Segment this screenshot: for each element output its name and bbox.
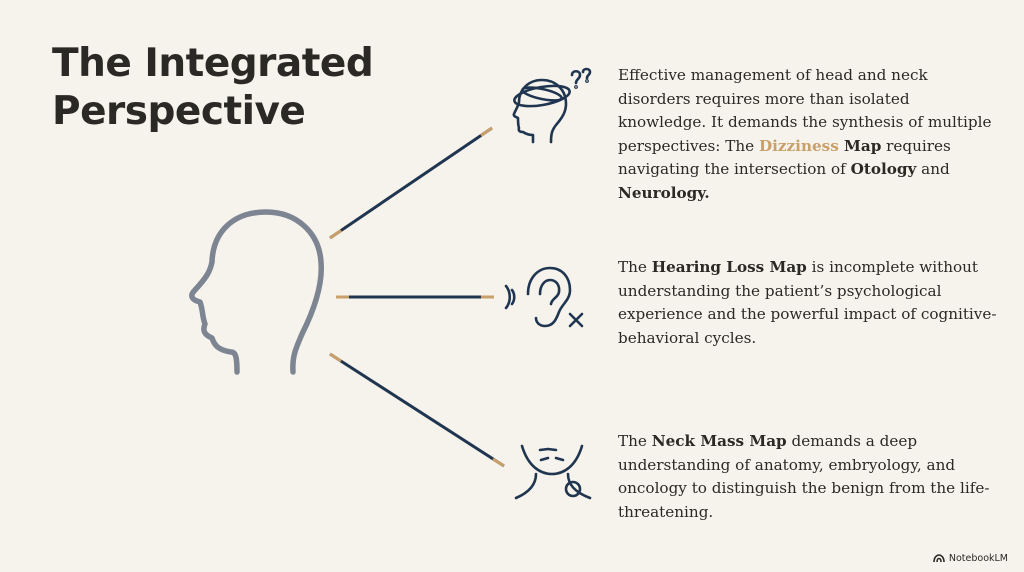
text-segment: The xyxy=(618,432,652,450)
text-segment: requires navigating the intersection of xyxy=(618,136,951,179)
text-segment: Map xyxy=(838,136,882,155)
notebooklm-logo-icon xyxy=(933,554,945,563)
text-segment: is incomplete without understanding the … xyxy=(618,258,997,347)
connector-line-top xyxy=(329,126,493,240)
text-segment: Effective management of head and neck di… xyxy=(618,66,992,155)
page-title: The Integrated Perspective xyxy=(52,40,374,136)
text-segment: Otology xyxy=(850,160,917,178)
text-segment: Neurology. xyxy=(618,183,710,202)
connector-line-bottom xyxy=(329,352,505,468)
neck-mass-icon xyxy=(514,444,592,500)
text-segment: Dizziness xyxy=(758,136,839,155)
title-line-1: The Integrated xyxy=(52,41,374,86)
ear-hearing-loss-icon xyxy=(504,266,584,328)
notebooklm-brand: NotebookLM xyxy=(933,553,1008,564)
brand-label: NotebookLM xyxy=(948,553,1008,564)
hearing-loss-map-description: The Hearing Loss Map is incomplete witho… xyxy=(618,256,998,350)
text-segment: demands a deep understanding of anatomy,… xyxy=(618,432,990,521)
central-head-icon xyxy=(189,209,325,375)
neck-mass-map-description: The Neck Mass Map demands a deep underst… xyxy=(618,430,998,524)
title-line-2: Perspective xyxy=(52,89,306,134)
text-segment: and xyxy=(916,160,950,178)
text-segment: Neck Mass Map xyxy=(651,432,787,450)
text-segment: Hearing Loss Map xyxy=(651,258,807,276)
dizzy-head-icon xyxy=(512,67,592,144)
text-segment: The xyxy=(618,258,652,276)
dizziness-map-description: Effective management of head and neck di… xyxy=(618,64,998,205)
